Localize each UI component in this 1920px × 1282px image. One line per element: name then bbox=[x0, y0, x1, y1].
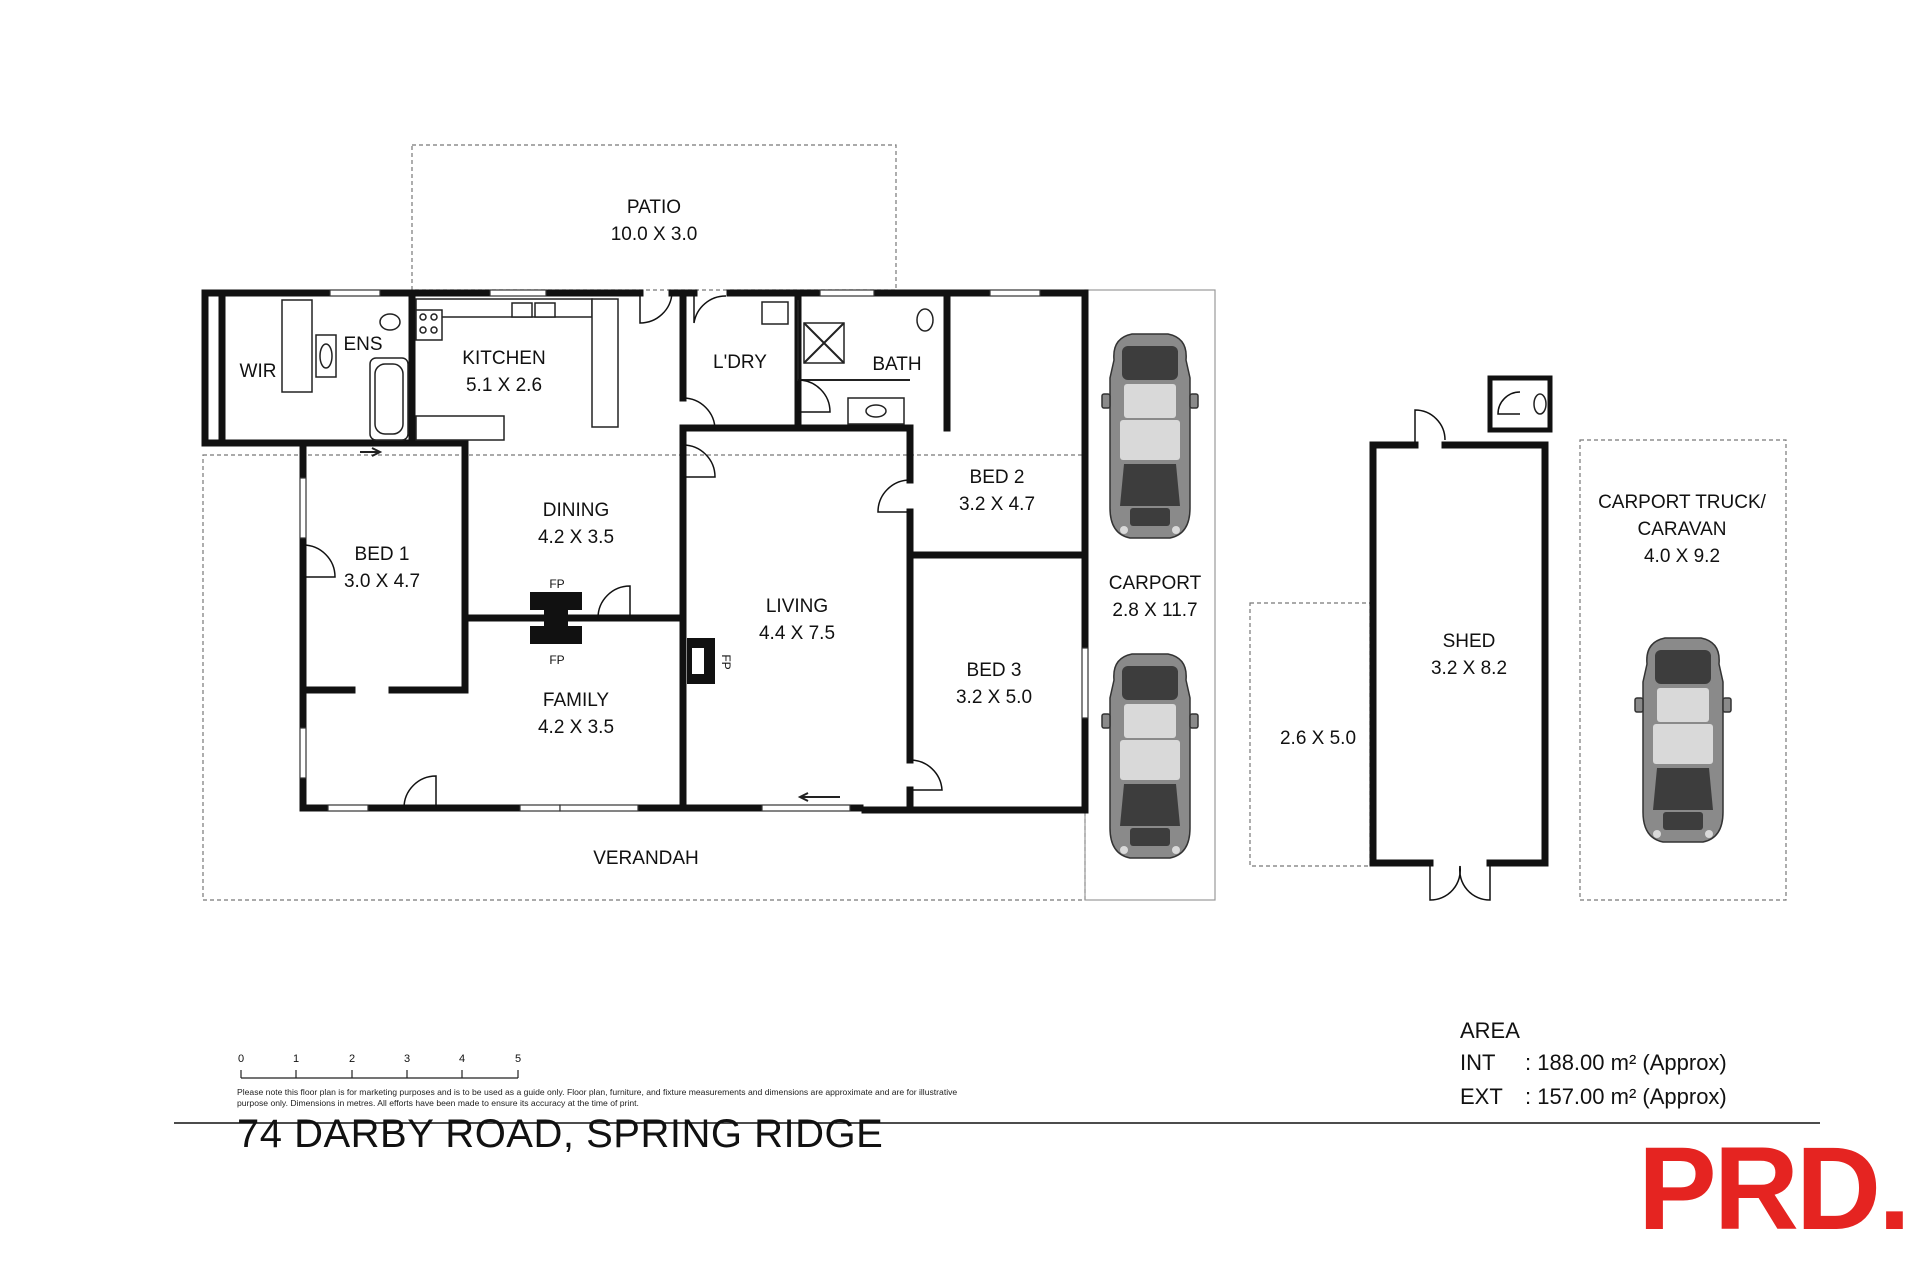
room-name-caravan: CARAVAN bbox=[1637, 519, 1726, 540]
room-name-patio: PATIO bbox=[627, 197, 681, 218]
room-dims-side-area: 2.6 X 5.0 bbox=[1280, 728, 1356, 749]
doors bbox=[302, 292, 1491, 901]
room-dims-carport: 2.8 X 11.7 bbox=[1112, 600, 1197, 621]
fireplace-label: FP bbox=[549, 653, 564, 667]
fireplace-label: FP bbox=[719, 654, 733, 669]
patio-outline bbox=[411, 144, 897, 291]
scale-tick-label: 2 bbox=[349, 1053, 355, 1065]
car-icon bbox=[1101, 653, 1199, 859]
area-ext-value: : 157.00 m² (Approx) bbox=[1525, 1084, 1727, 1109]
room-dims-bed3: 3.2 X 5.0 bbox=[956, 687, 1032, 708]
room-name-family: FAMILY bbox=[543, 690, 609, 711]
room-name-shed: SHED bbox=[1443, 631, 1496, 652]
bath-fixtures bbox=[761, 300, 934, 425]
scale-tick-label: 0 bbox=[238, 1053, 244, 1065]
property-address: 74 DARBY ROAD, SPRING RIDGE bbox=[237, 1112, 884, 1156]
room-name-dining: DINING bbox=[543, 500, 610, 521]
room-name-bed1: BED 1 bbox=[355, 544, 410, 565]
car-icon bbox=[1634, 637, 1732, 843]
scale-tick-label: 3 bbox=[404, 1053, 410, 1065]
car-icon bbox=[1101, 333, 1199, 539]
windows bbox=[299, 289, 1089, 812]
kitchen-benches bbox=[415, 298, 619, 441]
room-name-bed3: BED 3 bbox=[967, 660, 1022, 681]
scale-tick-label: 1 bbox=[293, 1053, 299, 1065]
room-dims-bed1: 3.0 X 4.7 bbox=[344, 571, 420, 592]
room-dims-patio: 10.0 X 3.0 bbox=[611, 224, 698, 245]
room-name-carport: CARPORT bbox=[1109, 573, 1202, 594]
room-dims-kitchen: 5.1 X 2.6 bbox=[466, 375, 542, 396]
room-name-ens: ENS bbox=[343, 334, 382, 355]
room-dims-carport-truck: 4.0 X 9.2 bbox=[1644, 546, 1720, 567]
room-dims-bed2: 3.2 X 4.7 bbox=[959, 494, 1035, 515]
area-heading: AREA bbox=[1460, 1018, 1520, 1043]
room-name-wir: WIR bbox=[240, 361, 277, 382]
fireplaces bbox=[530, 592, 715, 684]
area-ext-label: EXT bbox=[1460, 1084, 1503, 1109]
room-name-living: LIVING bbox=[766, 596, 828, 617]
scale-tick-label: 5 bbox=[515, 1053, 521, 1065]
area-int-value: : 188.00 m² (Approx) bbox=[1525, 1050, 1727, 1075]
room-name-kitchen: KITCHEN bbox=[462, 348, 545, 369]
side-area-outline bbox=[1249, 602, 1371, 867]
room-name-verandah: VERANDAH bbox=[593, 848, 699, 869]
carport-truck-outline bbox=[1579, 439, 1787, 901]
room-name-laundry: L'DRY bbox=[713, 352, 767, 373]
room-name-carport-truck: CARPORT TRUCK/ bbox=[1598, 492, 1767, 513]
prd-logo: PRD. bbox=[1638, 1123, 1911, 1255]
room-dims-dining: 4.2 X 3.5 bbox=[538, 527, 614, 548]
house-walls bbox=[201, 289, 1089, 814]
room-dims-shed: 3.2 X 8.2 bbox=[1431, 658, 1507, 679]
disclaimer: Please note this floor plan is for marke… bbox=[237, 1087, 958, 1108]
fireplace-label: FP bbox=[549, 577, 564, 591]
room-name-bath: BATH bbox=[872, 354, 921, 375]
ensuite-fixtures bbox=[281, 299, 409, 441]
area-int-label: INT bbox=[1460, 1050, 1496, 1075]
scale-tick-label: 4 bbox=[459, 1053, 465, 1065]
room-dims-living: 4.4 X 7.5 bbox=[759, 623, 835, 644]
room-name-bed2: BED 2 bbox=[970, 467, 1025, 488]
room-dims-family: 4.2 X 3.5 bbox=[538, 717, 614, 738]
shed-walls bbox=[1369, 375, 1553, 867]
scale-bar: 0 1 2 3 4 5 bbox=[238, 1053, 521, 1079]
verandah-outline bbox=[202, 454, 1086, 901]
